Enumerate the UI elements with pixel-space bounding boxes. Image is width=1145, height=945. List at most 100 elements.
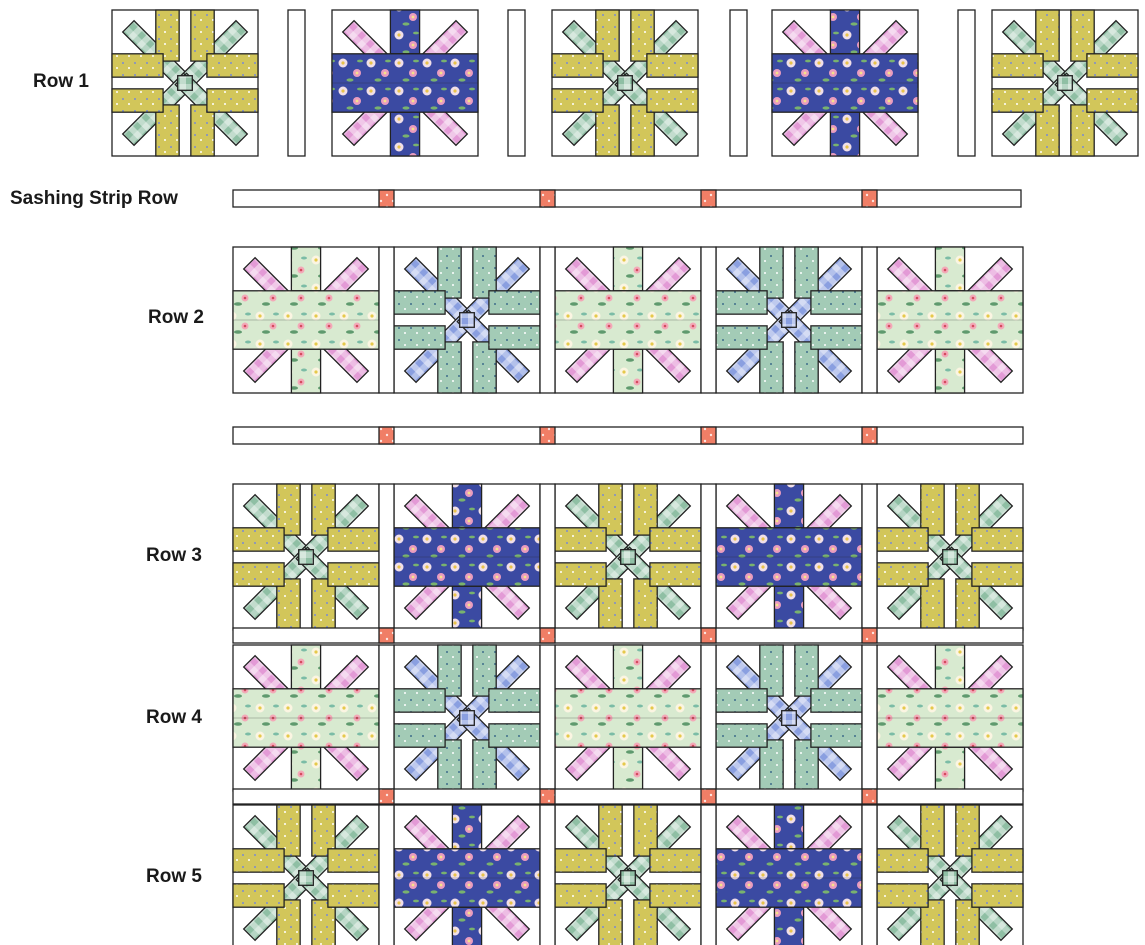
horizontal-strip: [555, 563, 606, 586]
floral-bottom: [613, 747, 642, 791]
horizontal-strip: [972, 849, 1023, 872]
cornerstone: [862, 427, 877, 444]
horizontal-strip: [489, 291, 540, 314]
sashing-strip-row-label: Sashing Strip Row: [10, 188, 178, 210]
horizontal-strip: [207, 54, 258, 77]
floral-bottom: [291, 349, 320, 393]
floral-bottom: [613, 349, 642, 393]
center-square: [621, 871, 636, 886]
sashing-strip: [233, 628, 1023, 643]
center-square: [618, 76, 633, 91]
center-square: [299, 550, 314, 565]
horizontal-strip: [647, 54, 698, 77]
center-square: [1058, 76, 1073, 91]
cornerstone: [379, 427, 394, 444]
sashing-strip: [233, 427, 1023, 444]
sashing-strip-row-4: [233, 789, 1023, 804]
horizontal-strip: [328, 884, 379, 907]
vertical-sashing-strip: [730, 10, 747, 156]
center-square: [943, 550, 958, 565]
quilt-row-5: [233, 805, 1023, 945]
floral-bottom: [774, 586, 803, 630]
quilt-row-2: [233, 247, 1023, 393]
cornerstone: [701, 789, 716, 804]
floral-top: [390, 10, 419, 54]
cornerstone: [701, 427, 716, 444]
horizontal-strip: [650, 884, 701, 907]
cornerstone: [540, 789, 555, 804]
floral-bottom: [935, 349, 964, 393]
horizontal-strip: [650, 563, 701, 586]
horizontal-strip: [207, 89, 258, 112]
center-square: [782, 711, 797, 726]
horizontal-strip: [1087, 54, 1138, 77]
vertical-sashing-strip: [379, 805, 394, 945]
row-4-label: Row 4: [146, 707, 202, 729]
vertical-sashing-strip: [862, 484, 877, 630]
vertical-sashing-strip: [379, 484, 394, 630]
horizontal-strip: [972, 563, 1023, 586]
horizontal-strip: [811, 724, 862, 747]
sashing-strip-row-1: [233, 190, 1021, 207]
cornerstone: [540, 427, 555, 444]
horizontal-strip: [233, 563, 284, 586]
cornerstone: [540, 190, 555, 207]
floral-top: [830, 10, 859, 54]
horizontal-strip: [394, 291, 445, 314]
center-square: [782, 313, 797, 328]
floral-top: [452, 484, 481, 528]
vertical-sashing-strip: [540, 805, 555, 945]
horizontal-strip: [328, 563, 379, 586]
cornerstone: [862, 190, 877, 207]
vertical-sashing-strip: [958, 10, 975, 156]
floral-bottom: [935, 747, 964, 791]
vertical-sashing-strip: [701, 484, 716, 630]
floral-top: [935, 247, 964, 291]
horizontal-strip: [555, 528, 606, 551]
horizontal-strip: [233, 528, 284, 551]
horizontal-strip: [394, 724, 445, 747]
floral-top: [613, 247, 642, 291]
cornerstone: [379, 190, 394, 207]
floral-bottom: [774, 907, 803, 945]
horizontal-strip: [877, 528, 928, 551]
vertical-sashing-strip: [508, 10, 525, 156]
horizontal-strip: [716, 326, 767, 349]
center-square: [943, 871, 958, 886]
center-square: [299, 871, 314, 886]
vertical-sashing-strip: [540, 484, 555, 630]
horizontal-strip: [650, 528, 701, 551]
horizontal-strip: [992, 89, 1043, 112]
cornerstone: [379, 628, 394, 643]
cornerstone: [862, 789, 877, 804]
vertical-sashing-strip: [540, 247, 555, 393]
cornerstone: [701, 628, 716, 643]
horizontal-strip: [811, 689, 862, 712]
horizontal-strip: [716, 724, 767, 747]
row-3-label: Row 3: [146, 545, 202, 567]
cornerstone: [540, 628, 555, 643]
horizontal-strip: [552, 89, 603, 112]
horizontal-strip: [489, 326, 540, 349]
cornerstone: [701, 190, 716, 207]
sashing-strip: [233, 789, 1023, 804]
horizontal-strip: [489, 724, 540, 747]
vertical-sashing-strip: [862, 805, 877, 945]
horizontal-strip: [112, 54, 163, 77]
horizontal-strip: [877, 884, 928, 907]
floral-bottom: [390, 112, 419, 156]
center-square: [460, 711, 475, 726]
horizontal-strip: [394, 689, 445, 712]
horizontal-strip: [1087, 89, 1138, 112]
floral-bottom: [291, 747, 320, 791]
horizontal-strip: [233, 884, 284, 907]
quilt-row-1: [112, 10, 1138, 156]
horizontal-strip: [328, 849, 379, 872]
vertical-sashing-strip: [288, 10, 305, 156]
horizontal-strip: [650, 849, 701, 872]
horizontal-strip: [877, 563, 928, 586]
floral-top: [291, 645, 320, 689]
horizontal-strip: [555, 884, 606, 907]
horizontal-strip: [811, 326, 862, 349]
row-1-label: Row 1: [33, 71, 89, 93]
